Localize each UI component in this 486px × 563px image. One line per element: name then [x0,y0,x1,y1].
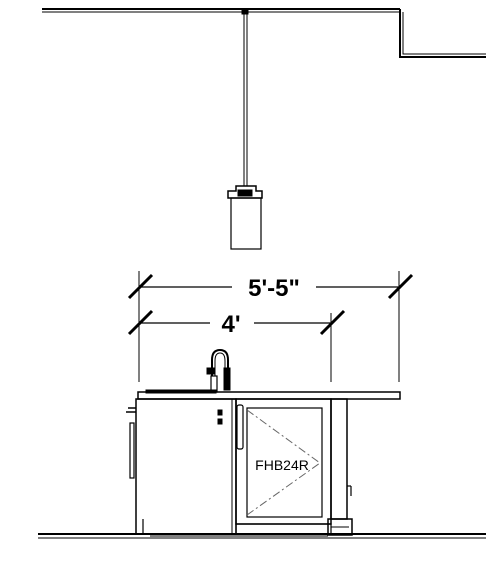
base-cabinet [126,398,244,535]
ceiling [42,8,486,58]
countertop [137,389,401,400]
overall-dimension-label: 5'-5" [248,275,300,302]
overall-dimension [127,271,414,382]
faucet [206,348,231,393]
inner-dimension [127,309,346,382]
floor [38,533,486,539]
pendant-light [227,8,263,250]
inner-dimension-label: 4' [221,311,240,338]
appliance-model-label: FHB24R [255,457,309,473]
side-panel [327,398,353,536]
